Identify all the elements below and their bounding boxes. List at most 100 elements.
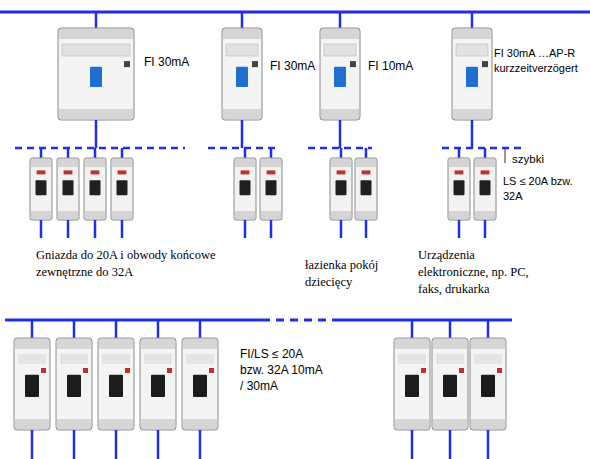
wire <box>157 430 160 459</box>
breaker-terminal <box>475 159 495 167</box>
wire <box>484 220 487 238</box>
wire <box>94 220 97 238</box>
wire <box>458 220 461 238</box>
rcd-terminal <box>59 109 133 119</box>
breaker-body <box>57 158 79 220</box>
rcbo-terminal <box>57 339 91 349</box>
wire <box>241 12 244 28</box>
wire <box>95 120 98 148</box>
breaker-indicator <box>267 170 276 174</box>
wire <box>73 320 76 338</box>
rcbo-label-plate <box>144 354 172 364</box>
breaker-body <box>30 158 52 220</box>
wire <box>340 148 343 158</box>
breaker-toggle <box>63 180 74 195</box>
rcbo-label: FI/LS ≤ 20A bzw. 32A 10mA / 30mA <box>240 346 324 395</box>
rcbo-terminal <box>99 339 133 349</box>
rcbo-test-button <box>167 368 172 373</box>
wire <box>487 320 490 338</box>
wire <box>365 220 368 238</box>
rcbo-label-plate <box>436 354 464 364</box>
wire <box>270 148 273 158</box>
breaker-body <box>111 158 133 220</box>
wire <box>241 120 244 148</box>
breaker-indicator <box>118 170 127 174</box>
rcbo-test-button <box>209 368 214 373</box>
breaker-indicator <box>241 170 250 174</box>
rcbo-body <box>14 338 50 430</box>
rcd-terminal <box>59 29 133 39</box>
circuit-caption: Gniazda do 20A i obwody końcowe zewnętrz… <box>36 247 236 281</box>
breaker-toggle <box>480 180 491 195</box>
rcbo-toggle <box>67 375 81 397</box>
rcd-body <box>452 28 492 120</box>
rcbo-test-button <box>83 368 88 373</box>
rcbo-toggle <box>109 375 123 397</box>
rcbo-toggle <box>151 375 165 397</box>
wire <box>115 430 118 459</box>
breaker-body <box>355 158 377 220</box>
rcbo-label-plate <box>60 354 88 364</box>
rcd-label-plate <box>62 44 130 56</box>
rcbo-label-plate <box>398 354 426 364</box>
circuit-caption: Urządzenia elektroniczne, np. PC, faks, … <box>418 247 546 298</box>
wire <box>270 220 273 238</box>
rcd-toggle <box>334 67 346 87</box>
rcbo-terminal <box>15 419 49 429</box>
wire <box>340 220 343 238</box>
wire <box>471 12 474 28</box>
wire <box>115 320 118 338</box>
wire <box>31 430 34 459</box>
rcbo-terminal <box>471 339 505 349</box>
wire <box>449 430 452 459</box>
rcd-toggle <box>236 67 248 87</box>
rcbo-terminal <box>433 339 467 349</box>
breaker-toggle <box>36 180 47 195</box>
wire <box>31 320 34 338</box>
rcbo-label-plate <box>18 354 46 364</box>
breaker-terminal <box>356 159 376 167</box>
breaker-toggle <box>336 180 347 195</box>
wire <box>199 430 202 459</box>
rcbo-test-button <box>497 368 502 373</box>
rcbo-test-button <box>41 368 46 373</box>
breaker-indicator <box>337 170 346 174</box>
dashed-busbar <box>442 147 525 150</box>
wire <box>121 148 124 158</box>
rcd-terminal <box>223 109 261 119</box>
breaker-terminal <box>31 159 51 167</box>
breaker-body <box>84 158 106 220</box>
rcd-test-button <box>350 61 356 67</box>
rcd-terminal <box>223 29 261 39</box>
rcd-toggle <box>466 67 478 87</box>
rcbo-body <box>432 338 468 430</box>
breaker-terminal <box>261 211 281 219</box>
rcd-label-plate <box>456 44 488 56</box>
rcd-terminal <box>321 29 359 39</box>
rcbo-toggle <box>25 375 39 397</box>
wire <box>471 120 474 148</box>
rcd-terminal <box>453 109 491 119</box>
rcbo-terminal <box>433 419 467 429</box>
breaker-terminal <box>112 159 132 167</box>
rcbo-toggle <box>443 375 457 397</box>
rcd-label-plate <box>324 44 356 56</box>
wire <box>487 430 490 459</box>
busbar <box>5 319 262 322</box>
rcbo-body <box>98 338 134 430</box>
rcd-body <box>58 28 134 120</box>
breaker-indicator <box>37 170 46 174</box>
breaker-indicator <box>362 170 371 174</box>
rcd-test-button <box>252 61 258 67</box>
breaker-terminal <box>261 159 281 167</box>
rcbo-body <box>140 338 176 430</box>
rcbo-label-plate <box>102 354 130 364</box>
rcd-terminal <box>321 109 359 119</box>
rcbo-body <box>182 338 218 430</box>
breaker-terminal <box>356 211 376 219</box>
busbar <box>335 319 512 322</box>
breaker-terminal <box>112 211 132 219</box>
wire <box>458 148 461 158</box>
breaker-terminal <box>331 211 351 219</box>
rcbo-toggle <box>481 375 495 397</box>
